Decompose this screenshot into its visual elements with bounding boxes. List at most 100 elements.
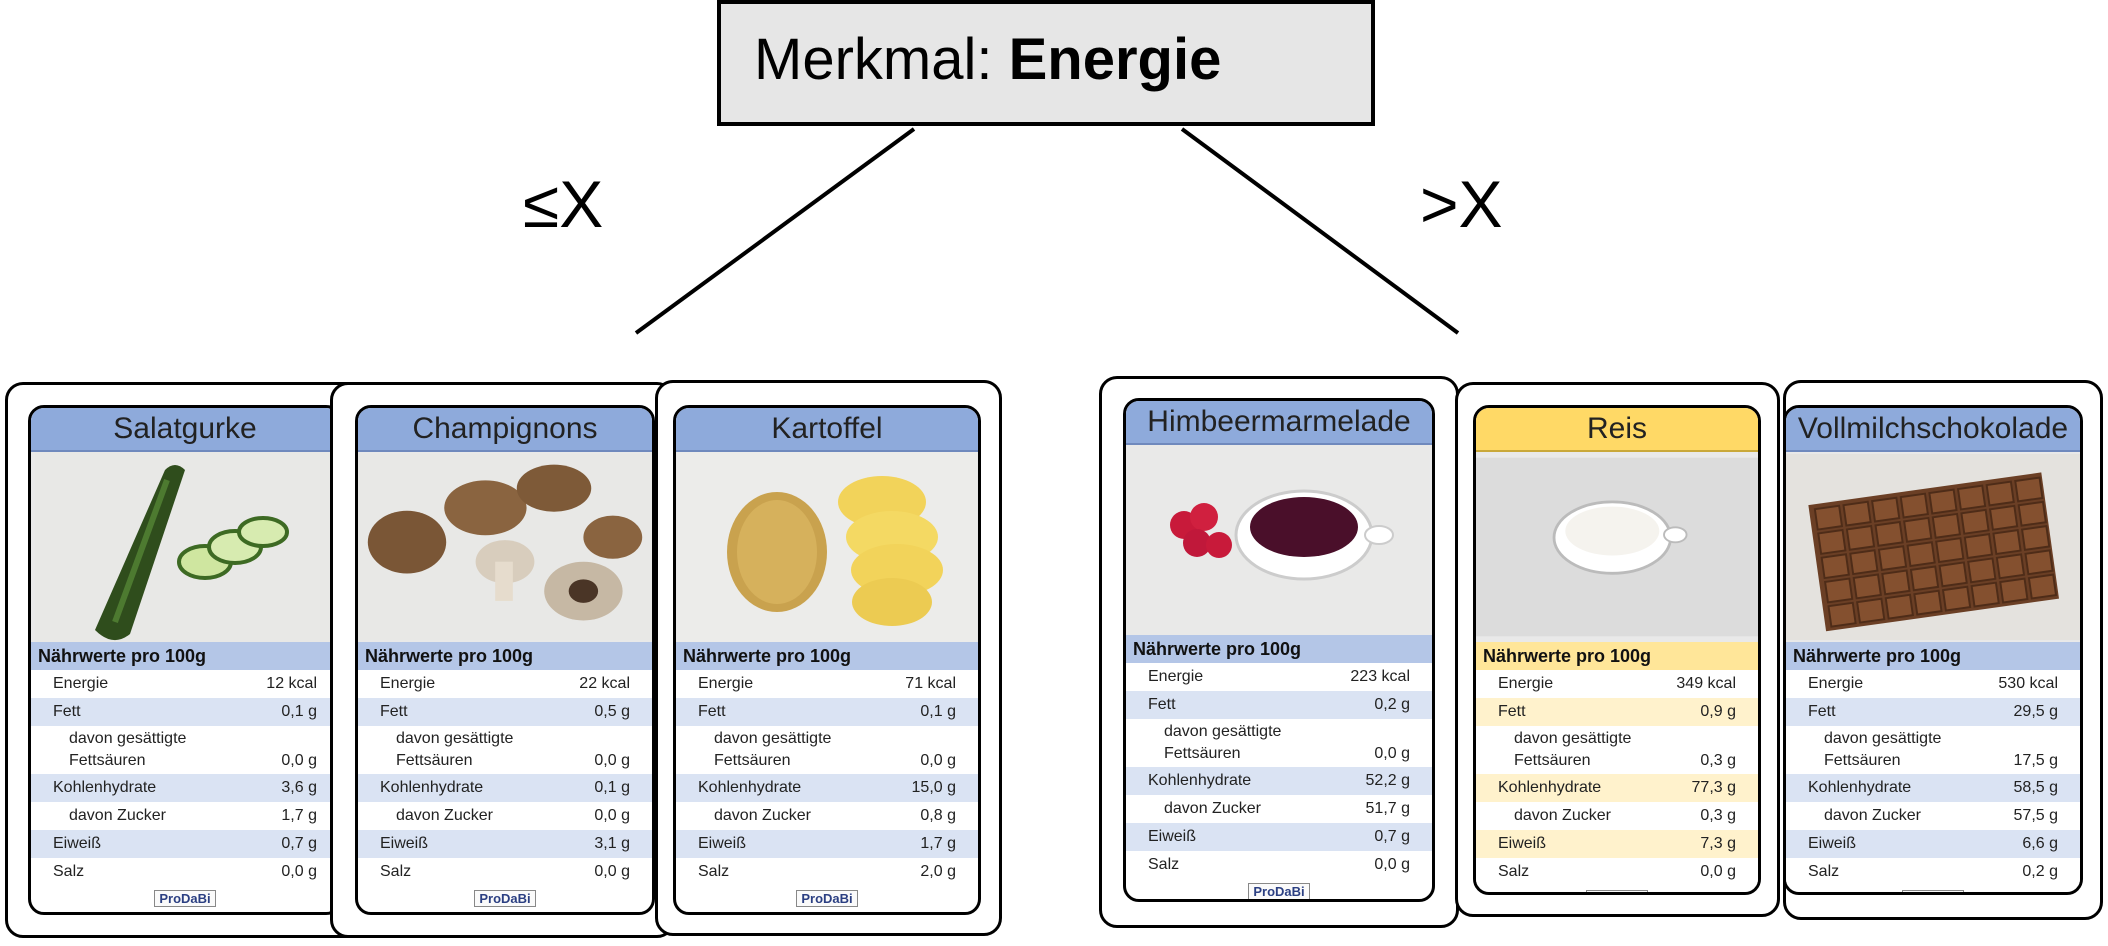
nutrient-label: Salz [1808,863,1840,880]
nutrition-row-salz: Salz 0,0 g [1476,858,1758,886]
nutrient-value: 2,0 g [920,863,956,880]
nutrient-label: Salz [1498,863,1530,880]
nutrient-value: 349 kcal [1676,675,1736,692]
card-title: Champignons [358,408,652,452]
food-card: Reis Nährwerte pro 100g Energie 349 kcal… [1473,405,1761,895]
nutrient-label: davon gesättigte Fettsäuren [714,730,832,769]
nutrition-row-fett: Fett 0,5 g [358,698,652,726]
nutrient-value: 0,0 g [594,752,630,769]
nutrient-value: 17,5 g [2013,752,2058,769]
food-image [31,452,339,642]
nutrient-label: Salz [1148,856,1180,873]
nutrient-value: 29,5 g [2013,703,2058,720]
nutrient-value: 0,0 g [920,752,956,769]
cucumber-image [35,452,335,642]
nutrient-value: 3,6 g [281,779,317,796]
nutrition-row-eiweiss: Eiweiß 3,1 g [358,830,652,858]
nutrient-value: 1,7 g [281,807,317,824]
nutrient-value: 22 kcal [579,675,630,692]
rice-bowl-image [1476,457,1758,637]
nutrition-row-zucker: davon Zucker 0,8 g [676,802,978,830]
nutrient-value: 3,1 g [594,835,630,852]
nutrient-value: 77,3 g [1691,779,1736,796]
nutrient-label: Salz [53,863,85,880]
nutrition-row-energie: Energie 223 kcal [1126,663,1432,691]
nutrient-value: 0,1 g [594,779,630,796]
nutrition-header: Nährwerte pro 100g [1126,635,1432,663]
nutrient-label: Eiweiß [1148,828,1197,845]
nutrient-label: Fett [1498,703,1526,720]
nutrient-label: davon Zucker [1164,800,1261,817]
nutrient-label: Kohlenhydrate [698,779,802,796]
nutrition-row-eiweiss: Eiweiß 0,7 g [31,830,339,858]
nutrient-value: 0,0 g [1374,856,1410,873]
nutrition-header: Nährwerte pro 100g [676,642,978,670]
logo-area: ProDaBi [1476,886,1758,892]
nutrition-row-eiweiss: Eiweiß 0,7 g [1126,823,1432,851]
nutrient-value: 0,9 g [1700,703,1736,720]
edge-left [634,127,916,335]
nutrition-row-gesaettigt: davon gesättigte Fettsäuren 0,0 g [358,726,652,774]
branch-label-right: >X [1420,167,1503,241]
nutrient-value: 0,2 g [2022,863,2058,880]
nutrient-label: Kohlenhydrate [1808,779,1912,796]
prodabi-logo: ProDaBi [796,889,858,907]
nutrient-label: Fett [53,703,81,720]
nutrient-value: 52,2 g [1365,772,1410,789]
logo-area: ProDaBi [676,886,978,910]
nutrient-label: Kohlenhydrate [1148,772,1252,789]
nutrition-header: Nährwerte pro 100g [1476,642,1758,670]
nutrient-label: davon gesättigte Fettsäuren [1824,730,1942,769]
nutrient-label: davon Zucker [1514,807,1611,824]
card-title: Salatgurke [31,408,339,452]
raspberry-jam-image [1129,445,1429,635]
nutrient-label: davon Zucker [714,807,811,824]
nutrition-row-energie: Energie 530 kcal [1786,670,2080,698]
logo-area: ProDaBi [31,886,339,910]
nutrition-row-gesaettigt: davon gesättigte Fettsäuren 0,0 g [1126,719,1432,767]
nutrition-row-salz: Salz 0,0 g [1126,851,1432,879]
nutrition-row-fett: Fett 0,2 g [1126,691,1432,719]
nutrient-value: 58,5 g [2013,779,2058,796]
card-title: Himbeermarmelade [1126,401,1432,445]
nutrition-row-zucker: davon Zucker 0,3 g [1476,802,1758,830]
nutrition-row-gesaettigt: davon gesättigte Fettsäuren 0,3 g [1476,726,1758,774]
nutrient-label: Salz [698,863,730,880]
nutrient-value: 0,0 g [1374,745,1410,762]
nutrition-row-salz: Salz 0,2 g [1786,858,2080,886]
nutrient-label: Salz [380,863,412,880]
nutrient-value: 0,7 g [1374,828,1410,845]
nutrition-row-zucker: davon Zucker 0,0 g [358,802,652,830]
nutrient-value: 0,1 g [920,703,956,720]
nutrient-value: 0,3 g [1700,752,1736,769]
nutrient-label: Fett [1148,696,1176,713]
nutrient-value: 57,5 g [2013,807,2058,824]
prodabi-logo: ProDaBi [1586,889,1648,892]
nutrient-label: Eiweiß [53,835,102,852]
root-node-label: Merkmal: Energie [754,26,1221,93]
food-image [1126,445,1432,635]
nutrition-row-fett: Fett 0,9 g [1476,698,1758,726]
nutrient-label: Energie [53,675,109,692]
nutrient-value: 6,6 g [2022,835,2058,852]
nutrition-row-energie: Energie 349 kcal [1476,670,1758,698]
nutrient-label: davon gesättigte Fettsäuren [1514,730,1632,769]
nutrition-row-energie: Energie 71 kcal [676,670,978,698]
nutrition-row-eiweiss: Eiweiß 1,7 g [676,830,978,858]
nutrition-row-eiweiss: Eiweiß 7,3 g [1476,830,1758,858]
nutrient-value: 0,0 g [1700,863,1736,880]
nutrition-row-zucker: davon Zucker 1,7 g [31,802,339,830]
nutrient-value: 7,3 g [1700,835,1736,852]
nutrient-value: 0,3 g [1700,807,1736,824]
nutrient-label: davon Zucker [69,807,166,824]
nutrition-row-kohlenhydrate: Kohlenhydrate 52,2 g [1126,767,1432,795]
nutrition-row-fett: Fett 29,5 g [1786,698,2080,726]
potato-image [677,452,977,642]
food-card: Kartoffel Nährwerte pro 100g Energie 71 … [673,405,981,915]
food-card: Salatgurke Nährwerte pro 100g Energie 12… [28,405,342,915]
nutrient-label: Fett [1808,703,1836,720]
logo-area: ProDaBi [1786,886,2080,892]
logo-area: ProDaBi [358,886,652,910]
food-card: Vollmilchschokolade Nährwerte pro 100g E… [1783,405,2083,895]
nutrient-value: 0,0 g [594,863,630,880]
